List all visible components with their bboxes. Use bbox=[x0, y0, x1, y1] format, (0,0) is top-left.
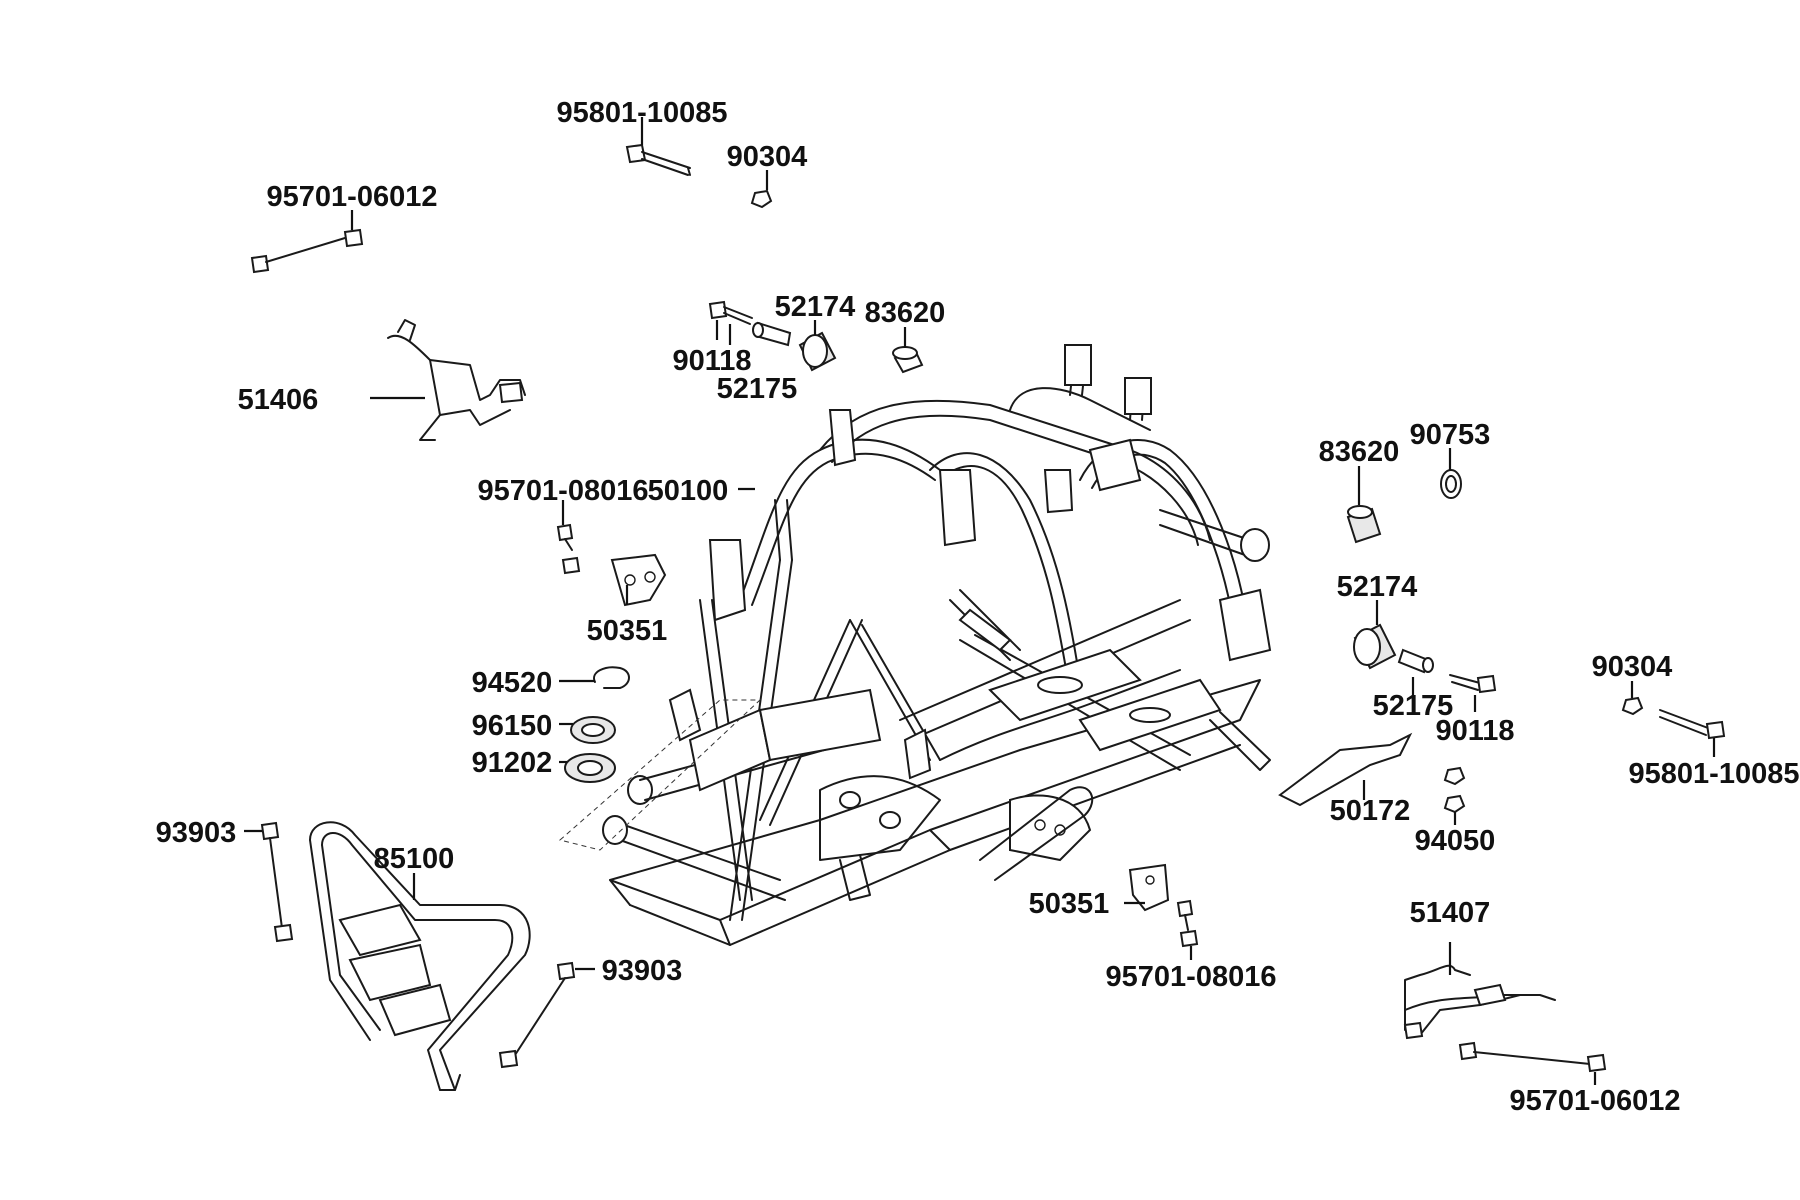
label-91202: 91202 bbox=[472, 747, 553, 779]
label-94520: 94520 bbox=[472, 667, 553, 699]
main-frame-drawing bbox=[558, 344, 1272, 946]
label-90118-top: 90118 bbox=[672, 345, 751, 377]
label-95801-10085-top: 95801-10085 bbox=[557, 97, 728, 129]
label-93903-left: 93903 bbox=[156, 817, 237, 849]
label-90753: 90753 bbox=[1410, 419, 1491, 451]
label-96150: 96150 bbox=[472, 710, 553, 742]
label-95701-08016-left: 95701-08016 bbox=[478, 475, 649, 507]
label-52175-right: 52175 bbox=[1373, 690, 1454, 722]
label-90304-right: 90304 bbox=[1592, 651, 1673, 683]
label-50351-left: 50351 bbox=[587, 615, 668, 647]
label-90304-top: 90304 bbox=[727, 141, 808, 173]
label-94050: 94050 bbox=[1415, 825, 1496, 857]
label-50172: 50172 bbox=[1330, 795, 1411, 827]
leader-lines bbox=[244, 117, 1716, 1085]
label-52174-top: 52174 bbox=[775, 291, 856, 323]
label-51406: 51406 bbox=[238, 384, 319, 416]
label-93903-bottom: 93903 bbox=[602, 955, 683, 987]
label-83620-right: 83620 bbox=[1319, 436, 1400, 468]
label-52175-top: 52175 bbox=[717, 373, 798, 405]
label-95701-06012-top: 95701-06012 bbox=[267, 181, 438, 213]
label-52174-right: 52174 bbox=[1337, 571, 1418, 603]
label-90118-right: 90118 bbox=[1435, 715, 1514, 747]
label-95801-10085-right: 95801-10085 bbox=[1629, 758, 1800, 790]
label-50100: 50100 bbox=[648, 475, 729, 507]
part-labels: 95801-10085 90304 95701-06012 52174 8362… bbox=[156, 97, 1800, 1117]
label-85100: 85100 bbox=[374, 843, 455, 875]
label-95701-06012-bottom: 95701-06012 bbox=[1510, 1085, 1681, 1117]
label-83620-top: 83620 bbox=[865, 297, 946, 329]
label-50351-bottom: 50351 bbox=[1029, 888, 1110, 920]
label-95701-08016-bottom: 95701-08016 bbox=[1106, 961, 1277, 993]
small-parts-drawings bbox=[250, 143, 1726, 1091]
label-51407: 51407 bbox=[1410, 897, 1491, 929]
